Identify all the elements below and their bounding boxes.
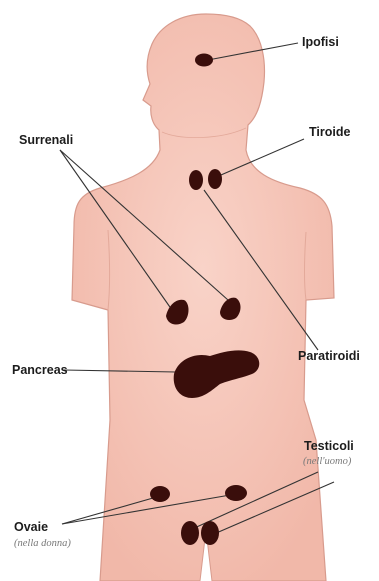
label-paratiroidi: Paratiroidi <box>298 350 360 363</box>
label-pancreas: Pancreas <box>12 364 68 377</box>
label-ovaie: Ovaie <box>14 521 48 534</box>
label-surrenali: Surrenali <box>19 134 73 147</box>
label-ovaie-note: (nella donna) <box>14 539 71 550</box>
tiroide-lobe-right <box>208 169 222 189</box>
label-testicoli: Testicoli <box>304 440 354 453</box>
testicolo-right <box>201 521 219 545</box>
tiroide-lobe-left <box>189 170 203 190</box>
body-silhouette <box>72 14 334 581</box>
label-tiroide: Tiroide <box>309 126 350 139</box>
ovaia-right <box>225 485 247 501</box>
ipofisi-gland <box>195 54 213 67</box>
label-ipofisi: Ipofisi <box>302 36 339 49</box>
testicolo-left <box>181 521 199 545</box>
label-testicoli-note: (nell'uomo) <box>303 457 351 468</box>
ovaia-left <box>150 486 170 502</box>
